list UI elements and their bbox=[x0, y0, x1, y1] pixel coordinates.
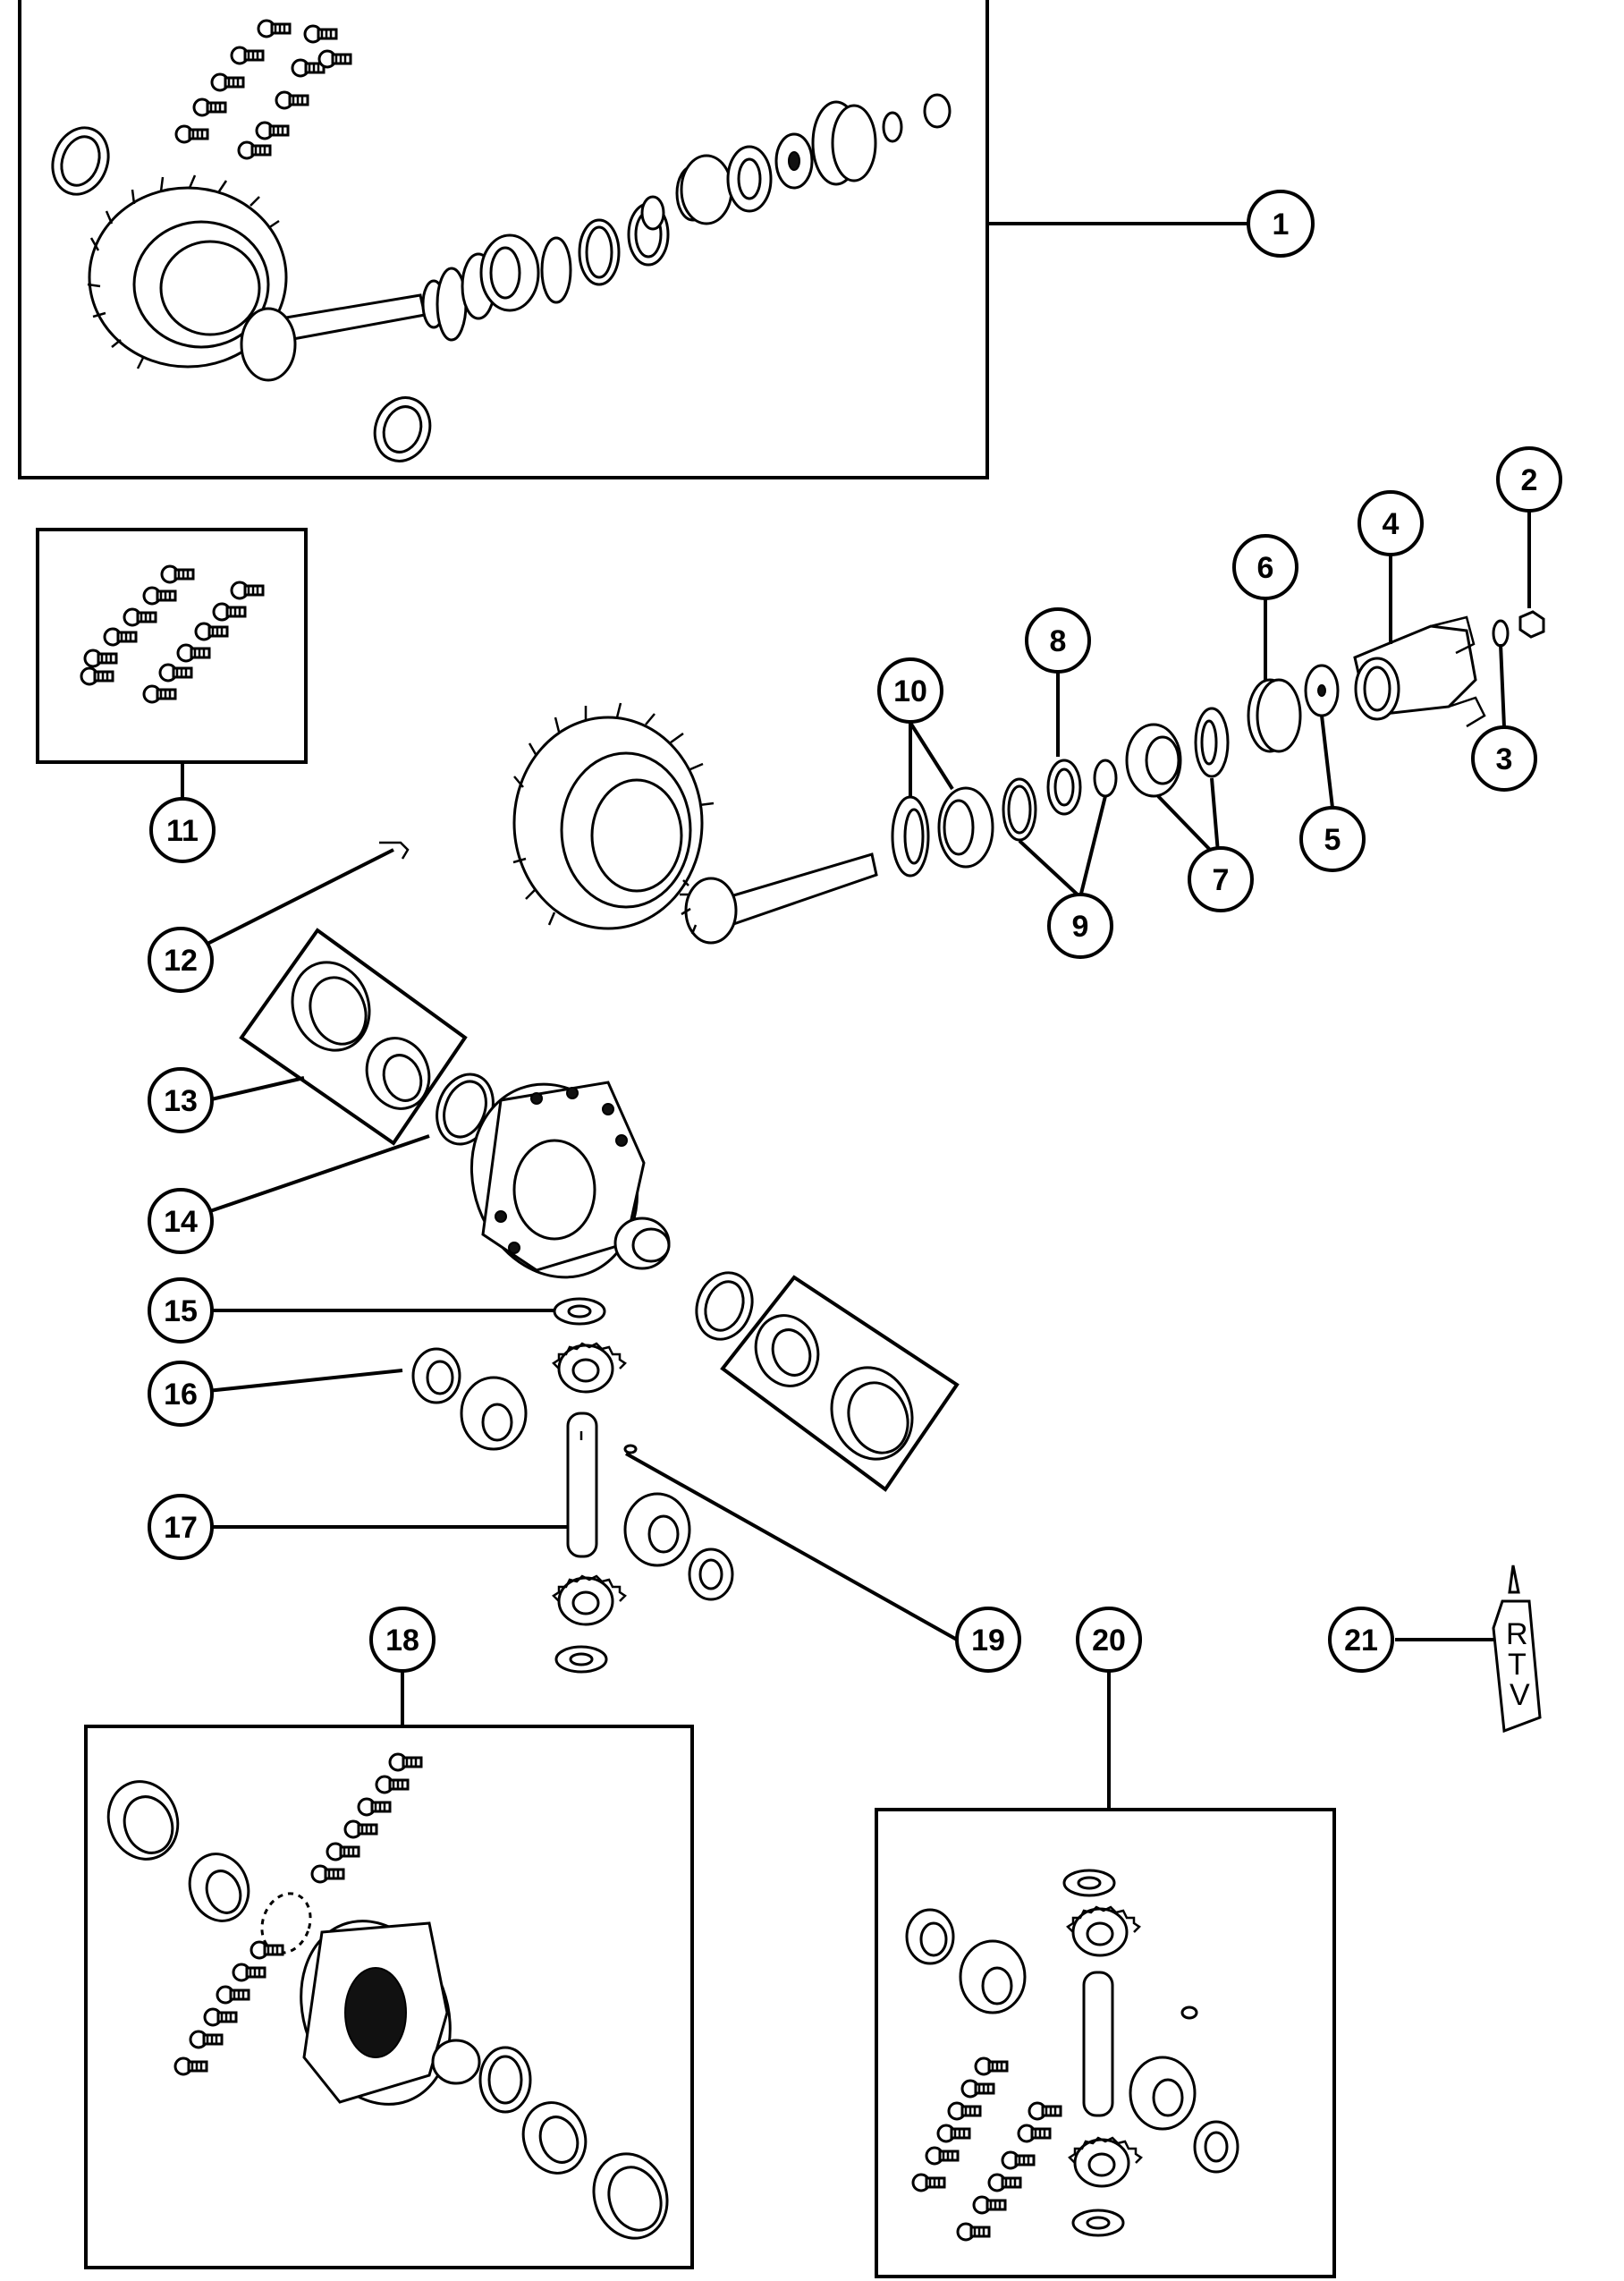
callout-20-label: 20 bbox=[1092, 1624, 1126, 1658]
callout-4: 4 bbox=[1358, 490, 1424, 556]
callout-10-label: 10 bbox=[893, 674, 927, 708]
differential-case bbox=[469, 1081, 671, 1279]
callout-11: 11 bbox=[149, 797, 216, 863]
pinion-bearing-10 bbox=[891, 786, 994, 878]
callout-13: 13 bbox=[148, 1067, 214, 1133]
rtv-sealant-tube: R T V bbox=[1492, 1564, 1542, 1734]
leader-lines bbox=[207, 506, 1531, 1810]
washer-3 bbox=[1492, 619, 1510, 648]
callout-12: 12 bbox=[148, 927, 214, 993]
kit-box-18 bbox=[84, 1725, 694, 2269]
callout-7: 7 bbox=[1188, 846, 1254, 912]
differential-internals bbox=[411, 1297, 734, 1674]
callouts: 1 2 3 4 5 6 7 8 9 10 11 12 13 14 15 16 1… bbox=[148, 190, 1562, 1673]
shims-9 bbox=[1002, 759, 1118, 842]
callout-15-label: 15 bbox=[164, 1294, 198, 1328]
callout-21: 21 bbox=[1328, 1607, 1394, 1673]
callout-17: 17 bbox=[148, 1494, 214, 1560]
callout-6: 6 bbox=[1232, 534, 1298, 600]
yoke-4 bbox=[1353, 615, 1486, 728]
callout-20: 20 bbox=[1076, 1607, 1142, 1673]
seal-6 bbox=[1247, 678, 1302, 753]
callout-19-label: 19 bbox=[971, 1624, 1005, 1658]
callout-11-label: 11 bbox=[166, 814, 199, 848]
callout-15: 15 bbox=[148, 1277, 214, 1344]
rtv-label-t: T bbox=[1508, 1648, 1527, 1682]
callout-18: 18 bbox=[369, 1607, 436, 1673]
callout-1: 1 bbox=[1247, 190, 1315, 258]
kit-1-pinion bbox=[240, 267, 468, 382]
kit-box-bearing-right bbox=[720, 1275, 960, 1492]
callout-5: 5 bbox=[1299, 806, 1366, 872]
kit-box-11 bbox=[36, 528, 308, 799]
rtv-label-v: V bbox=[1510, 1678, 1530, 1712]
bearings-7 bbox=[1125, 707, 1230, 798]
callout-4-label: 4 bbox=[1383, 507, 1400, 541]
callout-10: 10 bbox=[877, 657, 943, 724]
callout-3-label: 3 bbox=[1496, 742, 1513, 776]
rtv-label-r: R bbox=[1506, 1617, 1528, 1651]
callout-18-label: 18 bbox=[385, 1624, 419, 1658]
callout-1-label: 1 bbox=[1273, 208, 1290, 242]
nut-2 bbox=[1518, 610, 1545, 639]
callout-7-label: 7 bbox=[1213, 863, 1230, 897]
callout-13-label: 13 bbox=[164, 1084, 198, 1118]
callout-9-label: 9 bbox=[1072, 910, 1089, 944]
callout-17-label: 17 bbox=[164, 1511, 198, 1545]
callout-14: 14 bbox=[148, 1188, 214, 1254]
ring-gear bbox=[512, 702, 715, 930]
callout-3: 3 bbox=[1471, 725, 1537, 792]
callout-6-label: 6 bbox=[1257, 551, 1274, 585]
kit-box-20 bbox=[875, 1808, 1336, 2278]
kit-box-13 bbox=[239, 928, 468, 1146]
callout-8: 8 bbox=[1025, 607, 1091, 674]
pin-12 bbox=[379, 841, 410, 860]
callout-16: 16 bbox=[148, 1361, 214, 1427]
kit-box-1 bbox=[18, 0, 1248, 479]
kit-1-bolts bbox=[174, 19, 352, 160]
callout-9: 9 bbox=[1047, 893, 1113, 959]
callout-5-label: 5 bbox=[1324, 823, 1341, 857]
callout-19: 19 bbox=[955, 1607, 1021, 1673]
callout-14-label: 14 bbox=[164, 1205, 198, 1239]
callout-8-label: 8 bbox=[1050, 624, 1067, 658]
pinion-gear bbox=[680, 852, 878, 945]
callout-2-label: 2 bbox=[1521, 463, 1538, 497]
callout-12-label: 12 bbox=[164, 944, 198, 978]
callout-2: 2 bbox=[1496, 446, 1562, 513]
callout-21-label: 21 bbox=[1344, 1624, 1378, 1658]
callout-16-label: 16 bbox=[164, 1378, 198, 1412]
kit-1-ring-gear bbox=[87, 174, 288, 369]
